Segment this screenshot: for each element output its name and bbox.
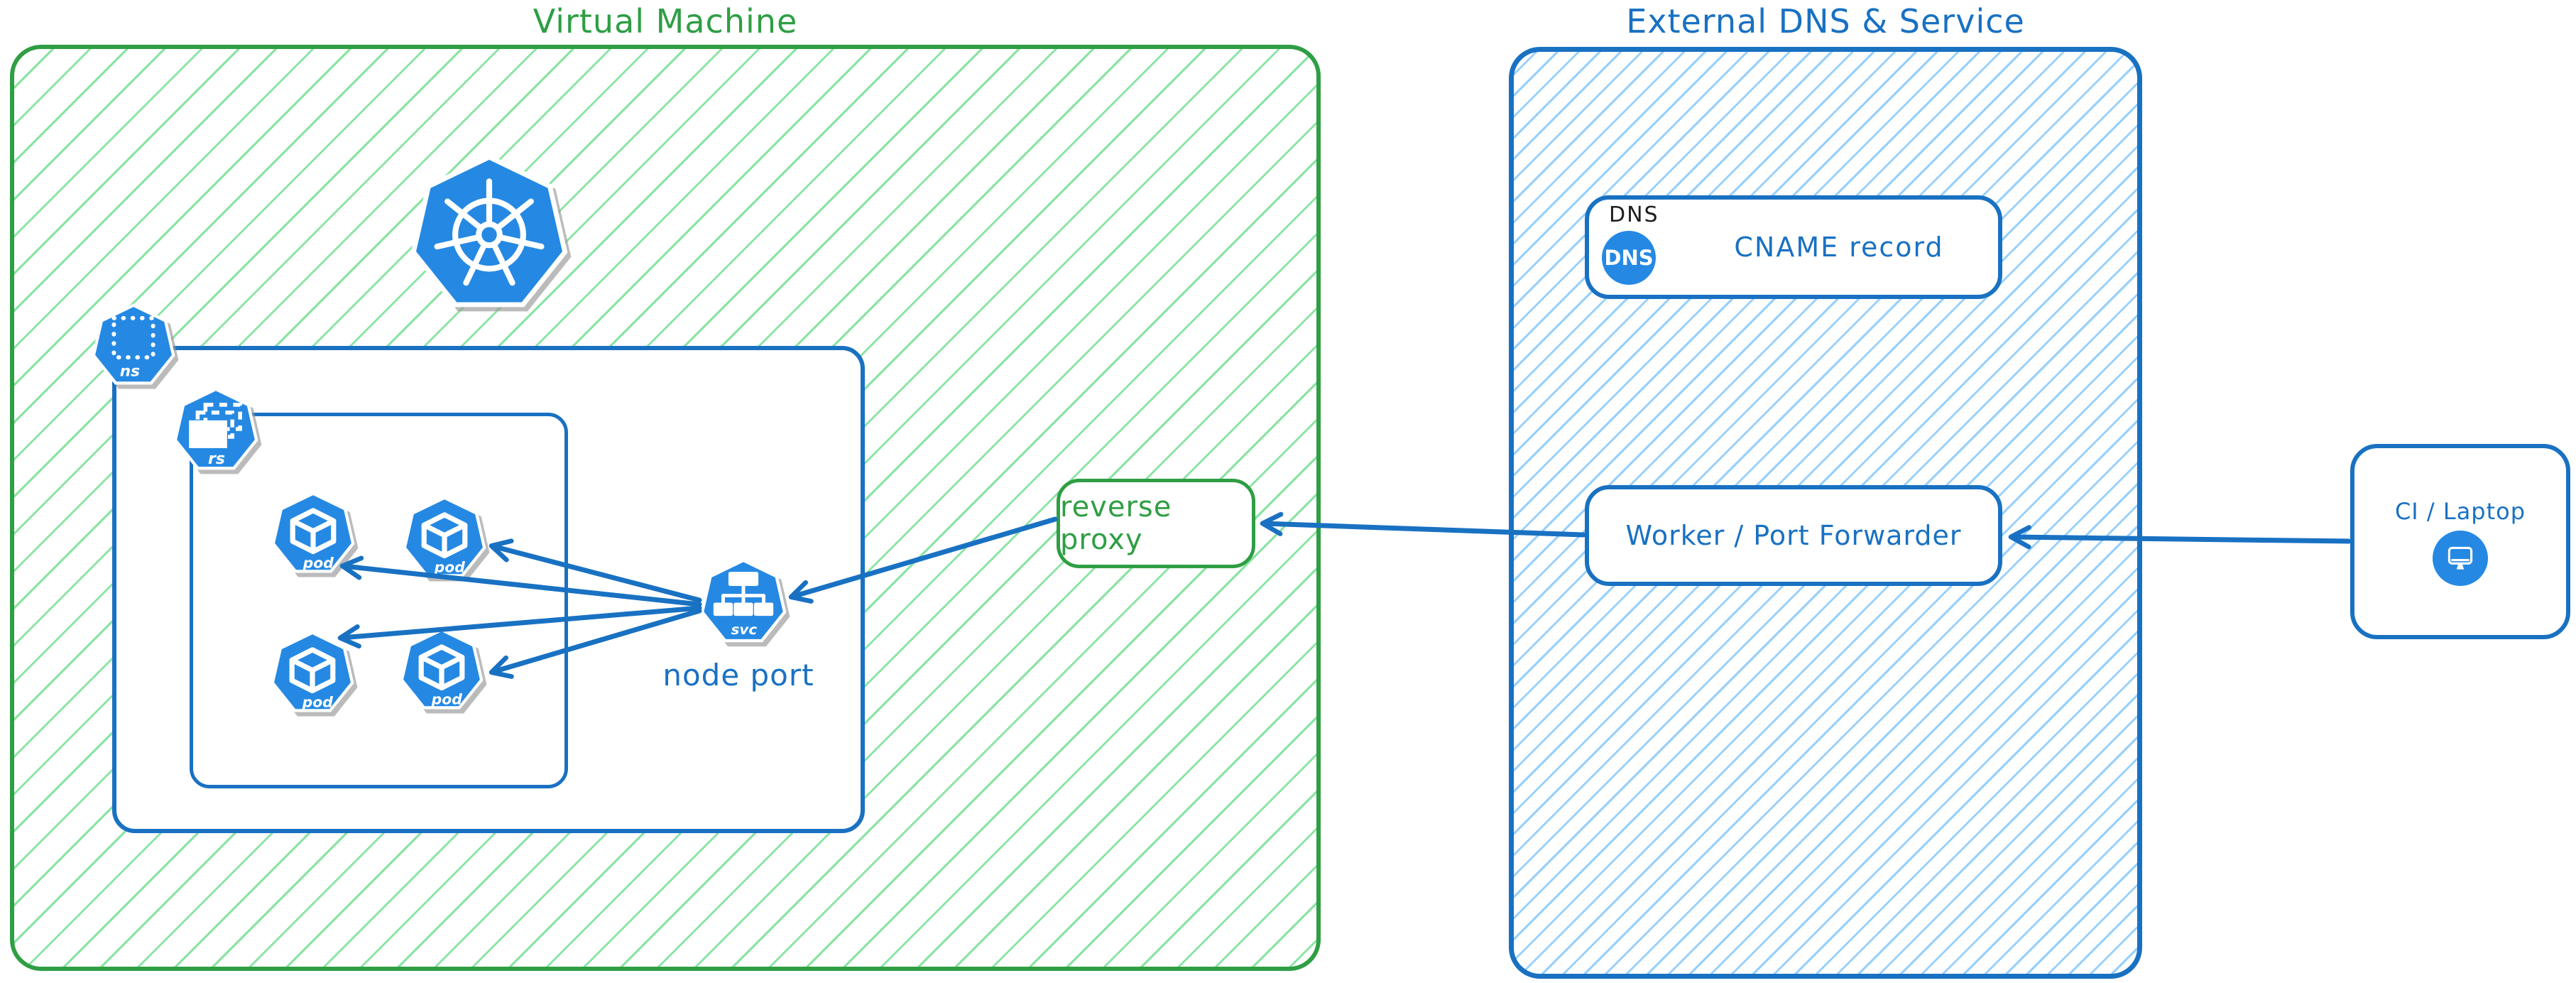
node-port-label: node port xyxy=(662,658,814,693)
dns-record-node xyxy=(1585,195,2002,299)
dns-icon: DNS xyxy=(1602,231,1656,285)
pod-icon: pod xyxy=(403,496,486,577)
replicaset-icon-label: rs xyxy=(208,450,225,468)
worker-label: Worker / Port Forwarder xyxy=(1625,520,1962,551)
pod-icon: pod xyxy=(400,628,484,710)
pod-icon-label: pod xyxy=(302,554,334,571)
external-dns-title: External DNS & Service xyxy=(1626,2,2025,40)
reverse-proxy-node: reverse proxy xyxy=(1057,479,1255,568)
ci-laptop-label: CI / Laptop xyxy=(2394,497,2526,525)
pod-icon: pod xyxy=(271,492,355,573)
cname-record-label: CNAME record xyxy=(1734,232,1944,263)
namespace-icon: ns xyxy=(92,303,175,385)
laptop-icon xyxy=(2433,530,2488,586)
dns-icon-text: DNS xyxy=(1604,246,1654,270)
service-icon: svc xyxy=(700,558,787,643)
dns-tag-label: DNS xyxy=(1609,202,1659,227)
pod-icon-label: pod xyxy=(302,693,334,710)
monitor-icon xyxy=(2447,546,2473,570)
service-icon-label: svc xyxy=(731,621,758,638)
pod-icon-label: pod xyxy=(431,690,463,707)
kubernetes-logo-icon xyxy=(410,154,568,308)
virtual-machine-title: Virtual Machine xyxy=(533,2,798,40)
reverse-proxy-label: reverse proxy xyxy=(1060,491,1172,556)
pod-icon: pod xyxy=(271,631,354,712)
worker-port-forwarder-node: Worker / Port Forwarder xyxy=(1585,485,2002,586)
namespace-icon-label: ns xyxy=(120,363,140,381)
ci-laptop-node: CI / Laptop xyxy=(2350,444,2570,639)
replicaset-icon: rs xyxy=(173,387,258,470)
pod-icon-label: pod xyxy=(434,558,466,575)
